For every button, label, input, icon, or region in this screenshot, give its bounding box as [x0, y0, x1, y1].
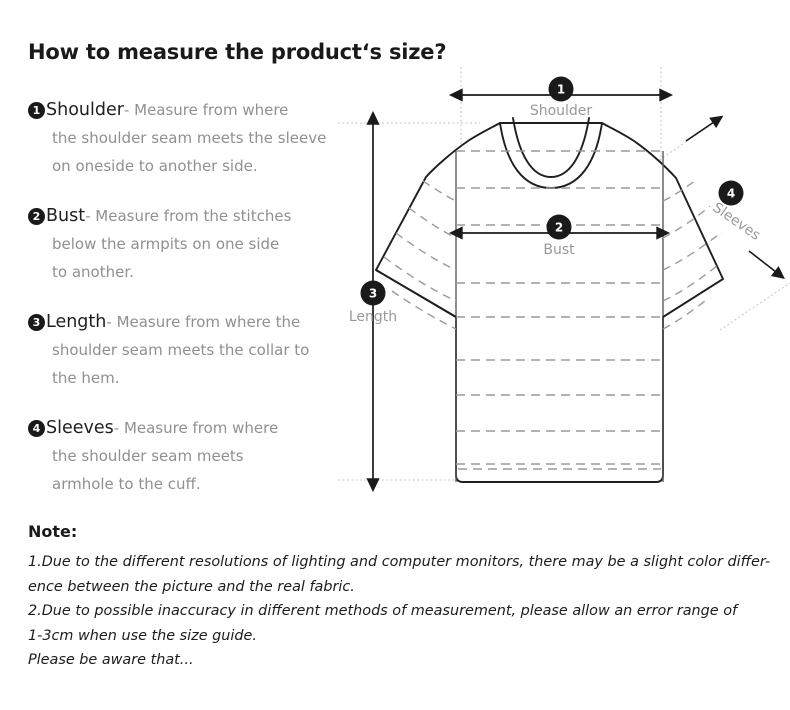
- badge-1-label: 1: [557, 83, 565, 97]
- shoulder-dimension-label: Shoulder: [530, 103, 593, 119]
- dimension-shoulder: 1 Shoulder: [448, 76, 674, 119]
- note-line: 2.Due to possible inaccuracy in differen…: [28, 603, 738, 619]
- sleeve-cuffs: [375, 269, 724, 318]
- page-title: How to measure the product‘s size?: [28, 40, 447, 64]
- tshirt-diagram: 1 Shoulder 2 Bust 3 Length: [330, 55, 790, 510]
- measurement-dash: -: [113, 419, 120, 437]
- measurement-desc-line-2: the shoulder seam meets the sleeve: [52, 129, 327, 147]
- badge-2-icon: [546, 214, 572, 240]
- badge-4-icon: [718, 180, 744, 206]
- note-body: 1.Due to the different resolutions of li…: [28, 550, 771, 673]
- badge-1-icon: [548, 76, 574, 102]
- measurement-desc-line-2: shoulder seam meets the collar to: [52, 341, 310, 359]
- measurement-term: Length: [46, 312, 107, 332]
- left-sleeve-stripes: [383, 180, 457, 330]
- note-heading: Note:: [28, 522, 78, 541]
- measurement-dash: -: [106, 313, 112, 331]
- measurement-desc-line-3: on oneside to another side.: [52, 157, 258, 175]
- note-line: 1.Due to the different resolutions of li…: [28, 554, 771, 570]
- note-line: Please be aware that...: [28, 652, 194, 668]
- note-line: ence between the picture and the real fa…: [28, 578, 355, 595]
- measurement-dash: -: [123, 101, 130, 119]
- sleeves-dimension-label: Sleeves: [710, 200, 764, 244]
- badge-number-icon: 4: [28, 420, 45, 437]
- dimension-bust: 2 Bust: [448, 214, 671, 258]
- length-dimension-label: Length: [349, 309, 397, 325]
- measurement-desc-line-2: the shoulder seam meets: [52, 447, 244, 465]
- bust-dimension-label: Bust: [543, 242, 575, 258]
- badge-number-icon: 3: [28, 314, 45, 331]
- badge-3-label: 3: [369, 287, 377, 301]
- badge-3-icon: [360, 280, 386, 306]
- measurement-desc-line-1: Measure from where: [129, 101, 289, 119]
- measurement-desc-line-3: armhole to the cuff.: [52, 475, 201, 493]
- badge-2-label: 2: [555, 221, 563, 235]
- badge-4-label: 4: [727, 187, 735, 201]
- body-stripes: [456, 150, 663, 465]
- badge-number-icon: 1: [28, 102, 45, 119]
- measurement-desc-line-1: Measure from the stitches: [90, 207, 292, 225]
- dimension-length: 3 Length: [349, 110, 397, 493]
- measurement-term: Sleeves: [46, 418, 114, 438]
- measurement-desc-line-3: to another.: [52, 263, 134, 281]
- measurement-term: Bust: [46, 206, 86, 226]
- measurement-term: Shoulder: [46, 100, 124, 120]
- measurement-desc-line-1: Measure from where: [119, 419, 279, 437]
- tshirt-outline: [375, 122, 724, 483]
- measurement-desc-line-3: the hem.: [52, 369, 120, 387]
- note-line: 1-3cm when use the size guide.: [28, 627, 257, 644]
- measurement-desc-line-2: below the armpits on one side: [52, 235, 280, 253]
- badge-number-icon: 2: [28, 208, 45, 225]
- measurement-dash: -: [85, 207, 91, 225]
- measurement-desc-line-1: Measure from where the: [111, 313, 301, 331]
